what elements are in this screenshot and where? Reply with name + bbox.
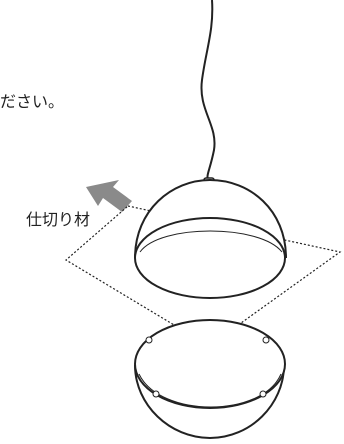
clip-tab-bottom-left <box>152 390 160 398</box>
instruction-text: ださい。 <box>0 92 65 111</box>
clip-tab-left <box>145 336 153 344</box>
upper-shade-inner-edge <box>139 230 283 253</box>
clip-tab-bottom-right <box>259 390 267 398</box>
partition-label: 仕切り材 <box>26 210 91 229</box>
lower-shade-rim <box>134 319 286 409</box>
remove-arrow-icon <box>86 180 132 212</box>
hanging-cord <box>200 0 216 181</box>
lower-shade-inner-edge <box>138 373 282 408</box>
clip-tab-right <box>262 336 270 344</box>
upper-shade-rim <box>134 217 286 299</box>
